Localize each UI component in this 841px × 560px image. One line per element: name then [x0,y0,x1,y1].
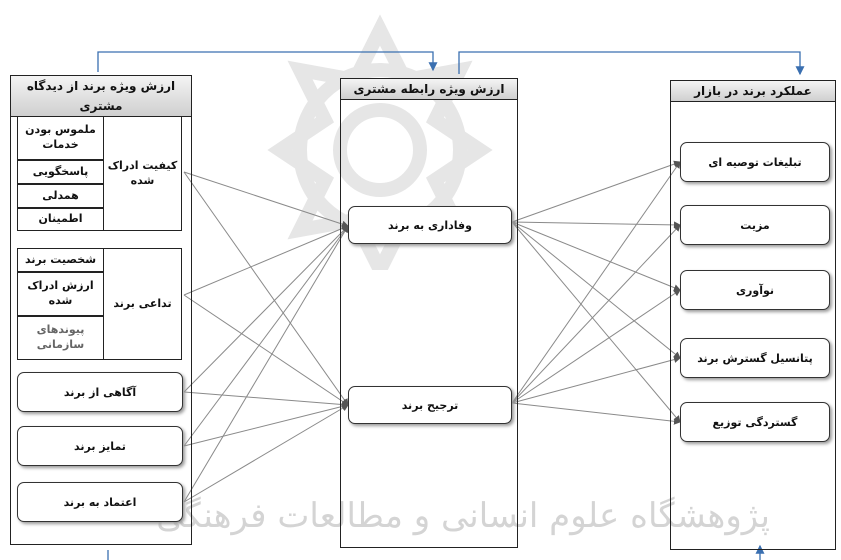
arrow-mid-1-to-right-3 [511,356,681,404]
brand-equity-title: ارزش ویژه برند از دیدگاه مشتری [11,76,191,117]
arrow-mid-0-to-right-4 [511,221,681,423]
brand-trust-box: اعتماد به برند [17,482,183,522]
quality-item-responsiveness: پاسخگویی [17,160,104,184]
relationship-title: ارزش ویژه رابطه مشتری [341,79,517,100]
word-of-mouth-box: تبلیغات توصیه ای [680,142,830,182]
arrow-mid-1-to-right-0 [511,161,681,404]
brand-loyalty-box: وفاداری به برند [348,206,512,244]
performance-column: عملکرد برند در بازار [670,80,836,550]
brand-association-label: تداعی برند [103,248,182,360]
association-item-organizational: پیوندهای سازمانی [17,316,104,360]
quality-item-tangibles: ملموس بودن خدمات [17,116,104,160]
quality-item-assurance: اطمینان [17,208,104,231]
quality-item-empathy: همدلی [17,184,104,208]
arrow-mid-0-to-right-3 [511,221,681,359]
arrow-mid-1-to-right-1 [511,224,681,404]
brand-preference-box: ترجیح برند [348,386,512,424]
advantage-box: مزیت [680,205,830,245]
brand-differentiation-box: تمایز برند [17,426,183,466]
arrow-left-1-to-mid-0 [183,225,349,296]
arrow-left-0-to-mid-1 [183,171,349,406]
arrow-mid-0-to-right-1 [511,221,681,229]
association-item-perceived-value: ارزش ادراک شده [17,272,104,316]
arrow-mid-1-to-right-2 [511,289,681,404]
association-item-personality: شخصیت برند [17,248,104,272]
distribution-box: گستردگی توزیع [680,402,830,442]
arrow-left-2-to-mid-0 [183,225,349,393]
perceived-quality-label: کیفیت ادراک شده [103,116,182,231]
arrow-left-0-to-mid-0 [183,171,349,228]
brand-awareness-box: آگاهی از برند [17,372,183,412]
arrow-mid-1-to-right-4 [511,402,681,425]
arrow-left-1-to-mid-1 [183,294,349,406]
brand-extension-box: پتانسیل گسترش برند [680,338,830,378]
arrow-mid-0-to-right-0 [511,160,681,223]
brand-equity-column: ارزش ویژه برند از دیدگاه مشتری [10,75,192,545]
arrow-left-3-to-mid-1 [183,403,349,447]
arrow-left-2-to-mid-1 [183,391,349,409]
arrow-left-4-to-mid-1 [183,404,349,503]
innovation-box: نوآوری [680,270,830,310]
arrow-mid-0-to-right-2 [511,221,681,291]
relationship-column: ارزش ویژه رابطه مشتری [340,78,518,548]
watermark-text: پژوهشگاه علوم انسانی و مطالعات فرهنگی [156,496,770,536]
arrow-left-4-to-mid-0 [183,225,349,503]
performance-title: عملکرد برند در بازار [671,81,835,102]
arrow-left-3-to-mid-0 [183,225,349,447]
